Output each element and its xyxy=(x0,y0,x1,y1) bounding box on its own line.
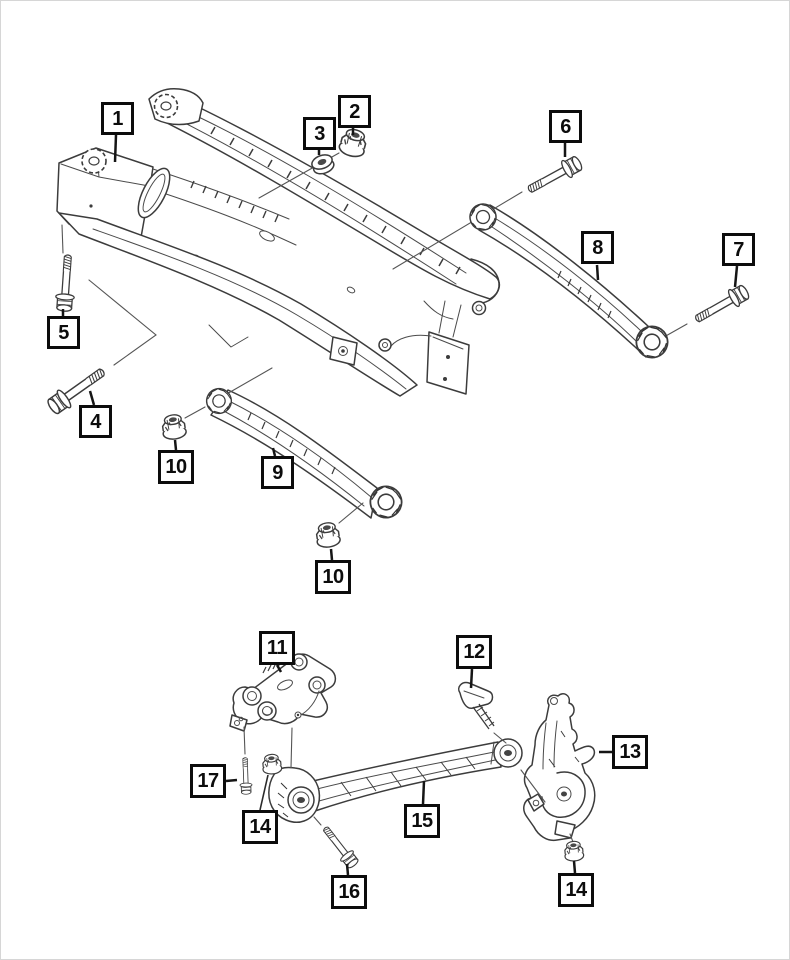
bolt-6-art xyxy=(523,152,586,199)
callout-2: 2 xyxy=(338,95,371,128)
callout-4: 4 xyxy=(79,405,112,438)
callout-6: 6 xyxy=(549,110,582,143)
callout-15: 15 xyxy=(404,804,440,838)
bolt-12-art xyxy=(457,681,495,730)
washer-3-art xyxy=(311,154,335,175)
crossmember-art xyxy=(56,87,501,397)
nut-14-right-art xyxy=(563,840,585,863)
lateral-arm-8-art xyxy=(478,204,650,358)
callout-1: 1 xyxy=(101,102,134,135)
callout-17: 17 xyxy=(190,764,226,798)
callout-stems xyxy=(61,127,739,876)
callout-5: 5 xyxy=(47,316,80,349)
bolt-16-art xyxy=(318,822,362,871)
callout-stem-14-left xyxy=(259,774,269,811)
leader-lines xyxy=(61,152,688,843)
nut-10-left-art xyxy=(160,412,188,442)
bolt-5-art xyxy=(54,253,78,313)
bolt-7-art xyxy=(690,281,753,329)
lateral-arm-9-art xyxy=(210,389,378,519)
callout-14-left: 14 xyxy=(242,810,278,844)
callout-7: 7 xyxy=(722,233,755,266)
trailing-arm-15-art xyxy=(268,738,523,823)
callout-8: 8 xyxy=(581,231,614,264)
knuckle-13-art xyxy=(523,693,596,842)
callout-9: 9 xyxy=(261,456,294,489)
callout-11: 11 xyxy=(259,631,295,665)
callout-3: 3 xyxy=(303,117,336,150)
nut-10-bottom-art xyxy=(314,520,342,550)
callout-10-left: 10 xyxy=(158,450,194,484)
bracket-11-art xyxy=(229,653,337,732)
callout-16: 16 xyxy=(331,875,367,909)
callout-14-right: 14 xyxy=(558,873,594,907)
callout-12: 12 xyxy=(456,635,492,669)
nut-14-left-art xyxy=(261,753,283,776)
callout-13: 13 xyxy=(612,735,648,769)
callout-10-bottom: 10 xyxy=(315,560,351,594)
bolt-17-art xyxy=(238,756,253,795)
